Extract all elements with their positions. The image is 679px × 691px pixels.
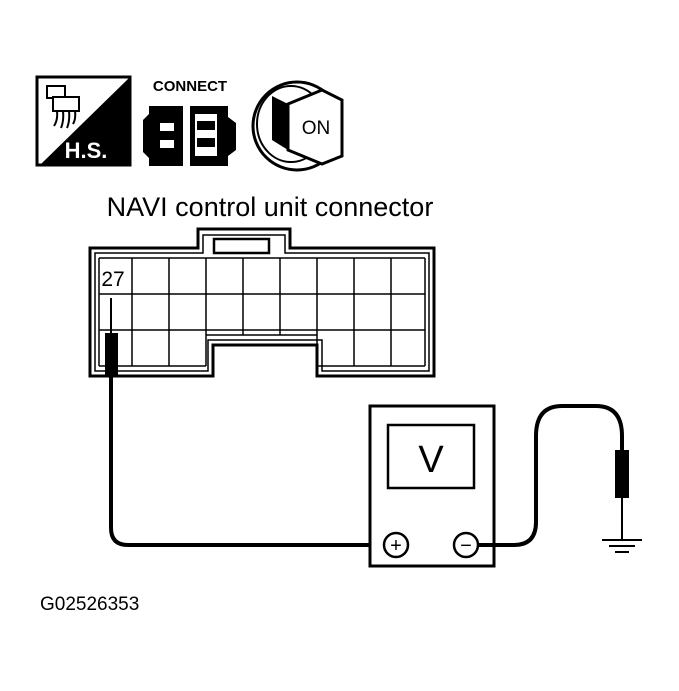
connect-icon: CONNECT (143, 78, 236, 166)
positive-terminal-symbol: + (390, 535, 402, 557)
negative-probe (478, 404, 629, 547)
voltmeter-display: V (418, 439, 444, 481)
harness-side-icon: H.S. (35, 75, 132, 167)
ignition-key-icon: ON (251, 80, 344, 172)
ground-icon (602, 539, 642, 553)
voltmeter: V + − (368, 404, 496, 568)
harness-side-label: H.S. (65, 138, 108, 163)
navi-connector: 27 (88, 227, 436, 378)
connect-label: CONNECT (153, 78, 227, 95)
positive-terminal-icon (382, 531, 410, 559)
connector-title: NAVI control unit connector (107, 192, 434, 222)
negative-terminal-symbol: − (460, 535, 472, 557)
pin-27-label: 27 (101, 268, 124, 291)
figure-code: G02526353 (40, 594, 139, 615)
positive-probe (105, 298, 382, 547)
ignition-on-label: ON (302, 118, 331, 139)
